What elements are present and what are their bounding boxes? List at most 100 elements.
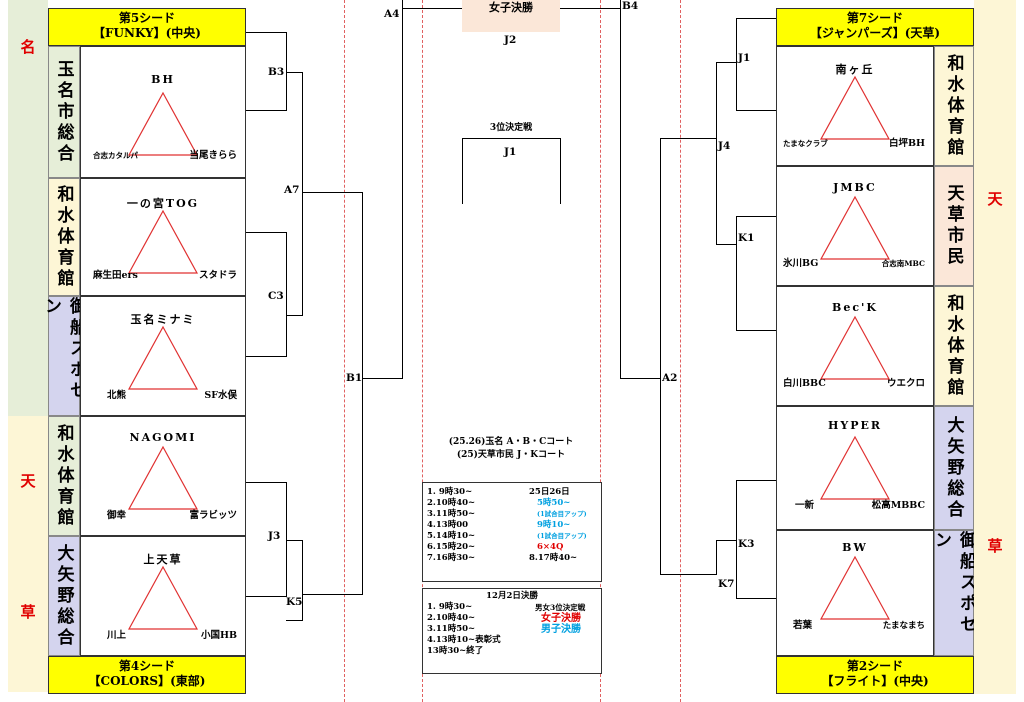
pool-name: BH (151, 73, 175, 86)
team-label: 川上 (107, 630, 127, 641)
pool-name: 上天草 (143, 553, 183, 566)
seed-right-top: 第7シード 【ジャンパーズ】(天草) (776, 8, 974, 46)
third-place-game: J1 (504, 146, 517, 158)
schedule-note: 5時50~ (537, 498, 571, 508)
pool-right-4: HYPER 一新 松高MBBC (776, 406, 934, 530)
pool-left-3: 玉名ミナミ 北熊 SF水俣 (80, 296, 246, 416)
region-right: 天 草 (974, 0, 1016, 694)
region-left-bottom: 天 草 (8, 416, 48, 692)
schedule-final-day: 12月2日決勝 1. 9時30~男女3位決定戦 2.10時40~女子決勝 3.1… (422, 588, 602, 674)
schedule-time: 3.11時50~ (427, 509, 476, 519)
schedule-day1: 1. 9時30~ 25日26日 2.10時40~ 5時50~ 3.11時50~ (1試… (422, 482, 602, 582)
venue-left-4: 和水体育館 (48, 416, 80, 536)
team-label: 若葉 (793, 620, 813, 631)
pool-name: BW (842, 541, 868, 554)
region-char: 天 (20, 472, 36, 490)
schedule-time: 1. 9時30~ (427, 602, 473, 612)
schedule-title: 12月2日決勝 (486, 591, 538, 601)
seed-team: 【COLORS】(東部) (88, 674, 206, 688)
schedule-note: (1試合目アップ) (537, 510, 587, 518)
team-label: 小国HB (200, 630, 237, 641)
schedule-time: 2.10時40~ (427, 498, 476, 508)
pool-triangle (127, 325, 199, 390)
game-label-k1: K1 (738, 232, 755, 244)
team-label: 御幸 (107, 510, 127, 521)
seed-team: 【FUNKY】(中央) (93, 26, 201, 40)
team-label: 白坪BH (888, 138, 925, 149)
venue-left-1: 玉名市総合 (48, 46, 80, 178)
team-label: 白川BBC (783, 378, 826, 389)
venue-right-4: 大矢野総合 (934, 406, 974, 530)
pool-left-2: 一の宮TOG 麻生田ers スタドラ (80, 178, 246, 296)
schedule-time: 1. 9時30~ (427, 487, 473, 497)
team-label: 一新 (795, 500, 815, 511)
pool-name: Bec'K (832, 301, 878, 314)
team-label: スタドラ (198, 270, 237, 281)
seed-right-bottom: 第2シード 【フライト】(中央) (776, 656, 974, 694)
schedule-date: 25日26日 (529, 487, 570, 497)
game-label-j2: J2 (504, 34, 517, 46)
seed-team: 【フライト】(中央) (821, 674, 929, 688)
pool-triangle (819, 555, 891, 620)
final-label: 女子決勝 (489, 1, 533, 14)
game-label-b4: B4 (622, 0, 639, 12)
schedule-note: (1試合目アップ) (537, 532, 587, 540)
pool-name: 一の宮TOG (126, 197, 200, 210)
game-label-b1: B1 (346, 372, 363, 384)
pool-right-3: Bec'K 白川BBC ウエクロ (776, 286, 934, 406)
schedule-note: 男女3位決定戦 (535, 603, 586, 612)
pool-triangle (819, 75, 891, 140)
game-label-a4: A4 (384, 8, 400, 20)
venue-left-2: 和水体育館 (48, 178, 80, 296)
game-label-k5: K5 (286, 596, 303, 608)
pool-name: 玉名ミナミ (130, 313, 196, 326)
schedule-time: 5.14時10~ (427, 531, 476, 541)
game-label-b3: B3 (268, 66, 285, 78)
pool-name: JMBC (833, 181, 877, 194)
court-info-2: (25)天草市民 J・Kコート (456, 450, 566, 460)
pool-name: HYPER (827, 419, 883, 432)
schedule-note: 6×4Q (537, 542, 564, 552)
seed-rank: 第7シード (846, 11, 904, 25)
game-label-a2: A2 (662, 372, 678, 384)
team-label: 氷川BG (783, 258, 819, 269)
game-label-k3: K3 (738, 538, 755, 550)
pool-right-2: JMBC 氷川BG 合志南MBC (776, 166, 934, 286)
pool-triangle (819, 195, 891, 260)
schedule-time: 13時30~終了 (427, 646, 484, 656)
pool-triangle (819, 315, 891, 380)
team-label: 当尾きらら (189, 150, 237, 161)
pool-triangle (127, 565, 199, 630)
pool-right-5: BW 若葉 たまなまち (776, 530, 934, 656)
pool-name: 南ヶ丘 (835, 63, 875, 76)
venue-right-2: 天草市民 (934, 166, 974, 286)
game-label-k7: K7 (718, 578, 735, 590)
schedule-time: 3.11時50~ (427, 624, 476, 634)
schedule-note: 女子決勝 (541, 613, 581, 624)
schedule-time: 4.13時00 (427, 520, 469, 530)
team-label: たまなまち (882, 621, 925, 631)
game-label-j1: J1 (738, 52, 751, 64)
third-place-title: 3位決定戦 (489, 123, 533, 133)
game-label-a7: A7 (284, 184, 300, 196)
schedule-note: 8.17時40~ (529, 553, 578, 563)
schedule-time: 6.15時20~ (427, 542, 476, 552)
pool-triangle (127, 91, 199, 156)
game-label-j3: J3 (268, 530, 281, 542)
seed-left-bottom: 第4シード 【COLORS】(東部) (48, 656, 246, 694)
region-char: 名 (20, 38, 36, 56)
seed-left-top: 第5シード 【FUNKY】(中央) (48, 8, 246, 46)
guide-line (680, 0, 681, 702)
pool-left-1: BH 合志カタルパ 当尾きらら (80, 46, 246, 178)
guide-line (422, 0, 423, 702)
pool-triangle (819, 435, 891, 500)
game-label-c3: C3 (268, 290, 284, 302)
region-char: 草 (20, 603, 36, 621)
seed-rank: 第5シード (118, 11, 176, 25)
venue-right-5: 御船スポセン (931, 530, 976, 656)
court-info-1: (25.26)玉名 A・B・Cコート (448, 437, 574, 447)
team-label: 麻生田ers (93, 270, 138, 281)
region-char: 草 (987, 537, 1003, 555)
schedule-time: 7.16時30~ (427, 553, 476, 563)
region-left-top: 名 (8, 0, 48, 416)
